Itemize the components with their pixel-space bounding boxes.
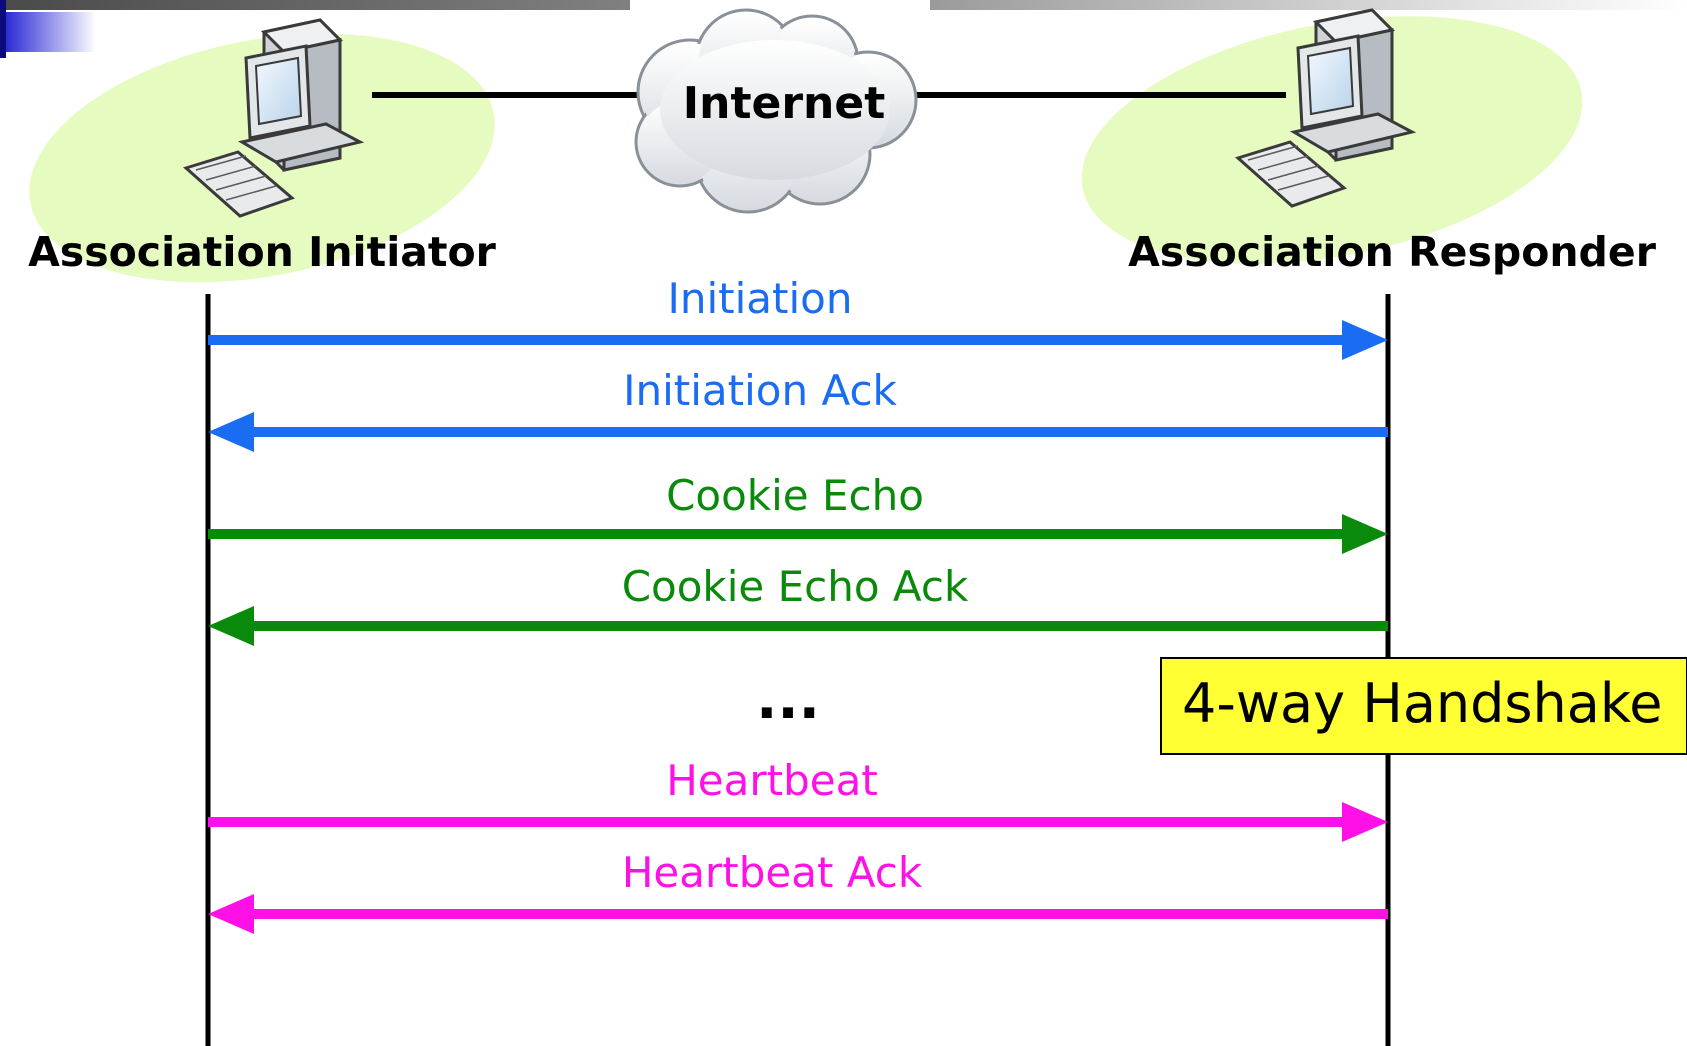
message-arrow-head [208, 606, 254, 646]
slide-header-decoration [0, 0, 1687, 58]
message-3: Cookie Echo [208, 471, 1388, 554]
initiator-computer-icon [183, 18, 365, 218]
message-label: Heartbeat [666, 756, 878, 805]
handshake-callout: 4-way Handshake [1160, 657, 1687, 755]
message-5: Heartbeat [208, 756, 1388, 842]
ellipsis: ... [756, 667, 820, 732]
message-6: Heartbeat Ack [208, 848, 1388, 934]
message-arrow-head [208, 894, 254, 934]
message-arrow-head [1342, 320, 1388, 360]
message-arrow-head [1342, 514, 1388, 554]
initiator-label: Association Initiator [28, 228, 497, 276]
message-arrow-head [1342, 802, 1388, 842]
message-4: Cookie Echo Ack [208, 562, 1388, 646]
message-label: Initiation [667, 274, 852, 323]
handshake-callout-label: 4-way Handshake [1182, 672, 1662, 735]
responder-computer-icon [1235, 8, 1417, 208]
message-arrow-head [208, 412, 254, 452]
message-label: Heartbeat Ack [622, 848, 923, 897]
internet-label: Internet [683, 78, 885, 129]
message-1: Initiation [208, 274, 1388, 360]
message-label: Cookie Echo [666, 471, 924, 520]
message-2: Initiation Ack [208, 366, 1388, 452]
message-label: Cookie Echo Ack [622, 562, 969, 611]
handshake-callout-box [1160, 657, 1687, 755]
message-label: Initiation Ack [623, 366, 897, 415]
internet-cloud-icon [634, 8, 918, 214]
responder-label: Association Responder [1128, 228, 1657, 276]
